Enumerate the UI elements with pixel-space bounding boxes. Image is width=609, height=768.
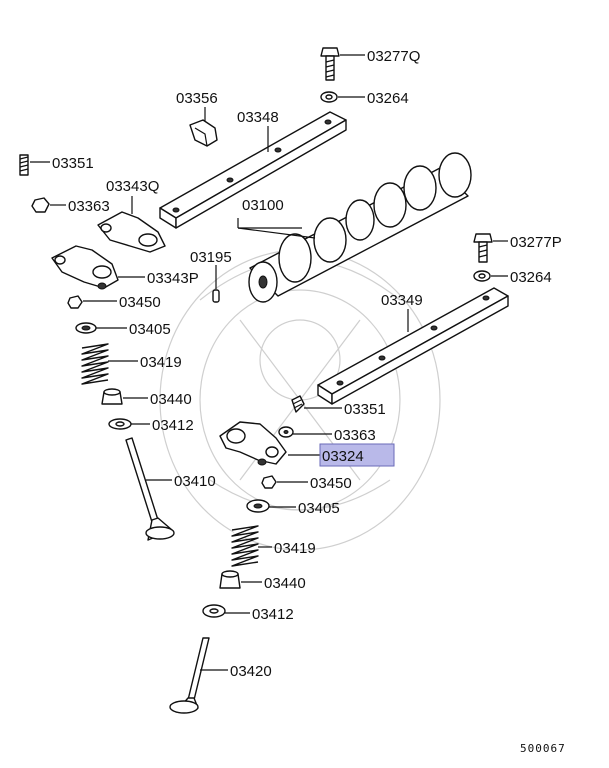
label-03440-left: 03440	[150, 391, 192, 408]
rocker-arm-03343p[interactable]	[51, 245, 119, 290]
label-03450-right: 03450	[310, 475, 352, 492]
adjust-screw-03351-left[interactable]	[19, 154, 29, 176]
bolt-03277q[interactable]	[320, 47, 340, 81]
rocker-arm-03343q[interactable]	[97, 211, 166, 253]
spring-retainer-03440-left[interactable]	[101, 388, 123, 405]
label-03410: 03410	[174, 473, 216, 490]
label-03419-left: 03419	[140, 354, 182, 371]
lock-nut-03363-right[interactable]	[278, 426, 294, 438]
washer-03264-right[interactable]	[473, 270, 491, 282]
intake-valve-03410[interactable]	[125, 437, 175, 541]
label-03412-right: 03412	[252, 606, 294, 623]
spring-seat-03412-left[interactable]	[108, 418, 132, 430]
label-03405-right: 03405	[298, 500, 340, 517]
lock-nut-03363-left[interactable]	[31, 197, 50, 213]
label-03363-right: 03363	[334, 427, 376, 444]
label-03412-left: 03412	[152, 417, 194, 434]
label-03348: 03348	[237, 109, 279, 126]
label-03264-top: 03264	[367, 90, 409, 107]
label-03363-left: 03363	[68, 198, 110, 215]
dowel-pin-03195[interactable]	[212, 289, 220, 303]
label-03440-right: 03440	[264, 575, 306, 592]
label-03356: 03356	[176, 90, 218, 107]
highlight-03324	[319, 443, 395, 467]
label-03405-left: 03405	[129, 321, 171, 338]
pivot-03450-left[interactable]	[67, 295, 83, 309]
rocker-shaft-03349[interactable]	[317, 287, 509, 405]
label-03195: 03195	[190, 249, 232, 266]
label-03277q: 03277Q	[367, 48, 420, 65]
label-03349: 03349	[381, 292, 423, 309]
valve-spring-03419-left[interactable]	[81, 343, 109, 385]
rocker-arm-03324[interactable]	[219, 421, 287, 466]
spring-retainer-03440-right[interactable]	[219, 570, 241, 589]
bolt-03277p[interactable]	[473, 233, 493, 263]
label-03343q: 03343Q	[106, 178, 159, 195]
label-03324: 03324	[322, 448, 364, 465]
stem-seal-03405-left[interactable]	[75, 322, 97, 334]
washer-03264-top[interactable]	[320, 91, 338, 103]
label-03100: 03100	[242, 197, 284, 214]
label-03343p: 03343P	[147, 270, 199, 287]
valve-spring-03419-right[interactable]	[231, 525, 259, 567]
exhaust-valve-03420[interactable]	[169, 637, 210, 714]
label-03264-right: 03264	[510, 269, 552, 286]
camshaft-03100[interactable]	[248, 152, 472, 303]
spring-clip-03356[interactable]	[189, 119, 218, 147]
stem-seal-03405-right[interactable]	[246, 499, 270, 513]
label-03351-left: 03351	[52, 155, 94, 172]
diagram-code: 500067	[520, 742, 566, 755]
spring-seat-03412-right[interactable]	[202, 604, 226, 618]
label-03351-right: 03351	[344, 401, 386, 418]
rocker-shaft-03348[interactable]	[159, 111, 347, 229]
label-03420: 03420	[230, 663, 272, 680]
label-03277p: 03277P	[510, 234, 562, 251]
label-03450-left: 03450	[119, 294, 161, 311]
adjust-screw-03351-right[interactable]	[291, 395, 305, 413]
label-03419-right: 03419	[274, 540, 316, 557]
pivot-03450-right[interactable]	[261, 475, 277, 489]
